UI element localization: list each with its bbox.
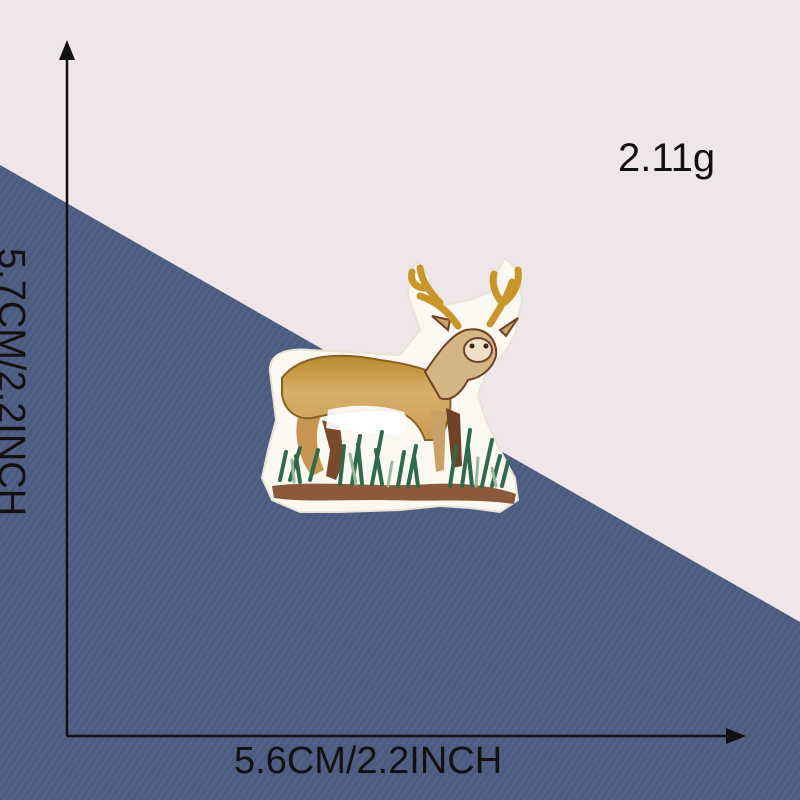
height-label: 5.7CM/2.2INCH [0,248,32,517]
weight-label: 2.11g [618,136,716,180]
dimension-arrows [59,40,746,744]
width-label: 5.6CM/2.2INCH [234,740,503,782]
deer-patch [260,256,524,514]
